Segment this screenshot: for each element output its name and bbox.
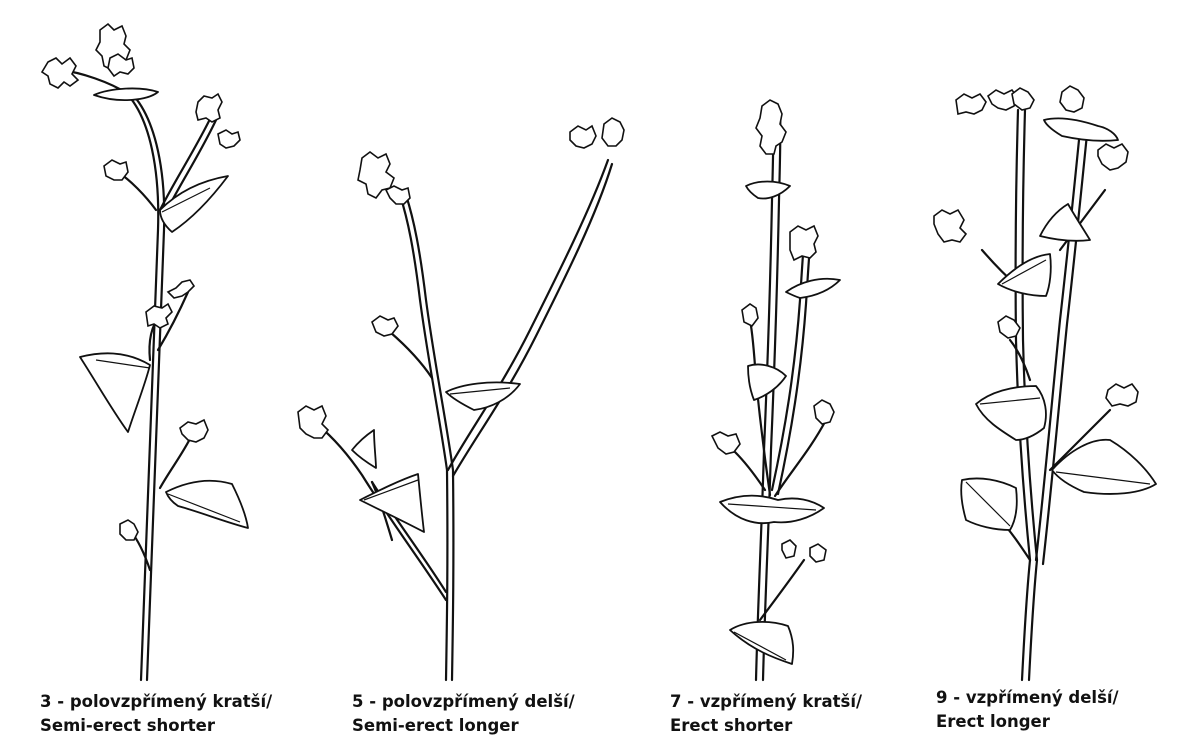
plant-semi-erect-longer bbox=[298, 118, 624, 680]
caption-line-czech: 5 - polovzpřímený delší/ bbox=[352, 690, 575, 714]
plant-erect-shorter bbox=[712, 100, 840, 680]
plant-erect-longer bbox=[934, 86, 1156, 680]
caption-erect-shorter: 7 - vzpřímený kratší/ Erect shorter bbox=[670, 690, 862, 738]
caption-line-czech: 3 - polovzpřímený kratší/ bbox=[40, 690, 272, 714]
caption-semi-erect-shorter: 3 - polovzpřímený kratší/ Semi-erect sho… bbox=[40, 690, 272, 738]
caption-semi-erect-longer: 5 - polovzpřímený delší/ Semi-erect long… bbox=[352, 690, 575, 738]
caption-erect-longer: 9 - vzpřímený delší/ Erect longer bbox=[936, 686, 1119, 734]
caption-line-english: Erect shorter bbox=[670, 714, 862, 738]
caption-line-english: Erect longer bbox=[936, 710, 1119, 734]
plant-semi-erect-shorter bbox=[42, 24, 248, 680]
caption-line-english: Semi-erect shorter bbox=[40, 714, 272, 738]
caption-line-czech: 9 - vzpřímený delší/ bbox=[936, 686, 1119, 710]
caption-line-english: Semi-erect longer bbox=[352, 714, 575, 738]
caption-line-czech: 7 - vzpřímený kratší/ bbox=[670, 690, 862, 714]
